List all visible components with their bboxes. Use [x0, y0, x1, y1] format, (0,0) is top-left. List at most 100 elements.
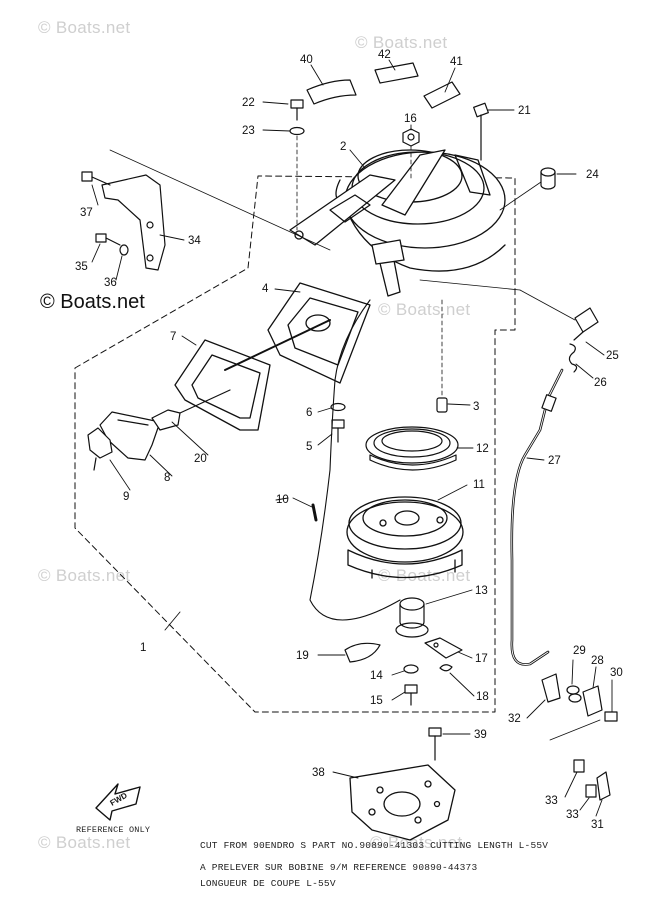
callout-35: 35 [75, 261, 88, 273]
callout-8: 8 [164, 472, 170, 484]
callout-24: 24 [586, 169, 599, 181]
cover-plate-38 [349, 764, 456, 841]
callout-40: 40 [300, 54, 313, 66]
watermark: © Boats.net [38, 833, 131, 852]
rope-end-20 [151, 389, 231, 431]
bolt-22 [290, 99, 304, 121]
starter-housing [289, 149, 506, 297]
clip-9 [87, 427, 113, 471]
washer-23 [289, 126, 305, 136]
brand-label: © Boats.net [40, 291, 145, 313]
callout-10: 10 [276, 494, 289, 506]
watermark: © Boats.net [38, 18, 131, 37]
callout-29: 29 [573, 645, 586, 657]
callout-22: 22 [242, 97, 255, 109]
handle-8 [99, 411, 161, 461]
callout-30: 30 [610, 667, 623, 679]
callout-4: 4 [262, 283, 269, 295]
callout-18: 18 [476, 691, 489, 703]
callout-1: 1 [140, 642, 146, 654]
handle-frame-7 [174, 339, 271, 431]
pulley-13 [395, 597, 429, 638]
assembly-outline [74, 175, 516, 713]
callout-32: 32 [508, 713, 521, 725]
fwd-arrow-icon [95, 783, 141, 821]
callout-42: 42 [378, 49, 391, 61]
clip-31 [596, 771, 611, 801]
callout-33a: 33 [545, 795, 558, 807]
watermark: © Boats.net [370, 833, 463, 852]
callout-6: 6 [306, 407, 312, 419]
callout-12: 12 [476, 443, 489, 455]
clip-33-a [573, 759, 585, 773]
callout-11: 11 [473, 479, 485, 491]
bolt-39 [428, 727, 442, 761]
watermark: © Boats.net [355, 33, 448, 52]
collar-24 [540, 167, 556, 190]
watermark: © Boats.net [378, 300, 471, 319]
bracket-32 [541, 673, 561, 703]
return-spring-19 [344, 642, 381, 663]
label-sticker-42 [374, 62, 419, 84]
label-sticker-41 [423, 81, 461, 109]
leader-lines [91, 59, 613, 817]
callout-23: 23 [242, 125, 255, 137]
rope-10 [309, 299, 401, 621]
bolt-15 [404, 684, 418, 706]
callout-19: 19 [296, 650, 309, 662]
callout-3: 3 [473, 401, 479, 413]
callout-9: 9 [123, 491, 129, 503]
callout-27: 27 [548, 455, 561, 467]
nut-16 [402, 128, 420, 147]
reel-11 [346, 496, 464, 579]
note-line-3: LONGUEUR DE COUPE L-55V [200, 878, 336, 889]
pin-3 [436, 397, 448, 413]
link-28 [582, 685, 603, 717]
callout-13: 13 [475, 585, 488, 597]
bracket-34 [101, 174, 166, 271]
callout-31: 31 [591, 819, 604, 831]
callout-14: 14 [370, 670, 383, 682]
clip-33-b [585, 784, 597, 798]
callout-33b: 33 [566, 809, 579, 821]
washer-6 [330, 402, 346, 412]
callout-41: 41 [450, 56, 463, 68]
callout-16: 16 [404, 113, 417, 125]
callout-36: 36 [104, 277, 117, 289]
callout-25: 25 [606, 350, 619, 362]
grommet-4 [267, 282, 371, 384]
callout-34: 34 [188, 235, 201, 247]
callout-37: 37 [80, 207, 93, 219]
callout-20: 20 [194, 453, 207, 465]
callout-5: 5 [306, 441, 312, 453]
bolt-30 [604, 711, 618, 722]
callout-7: 7 [170, 331, 176, 343]
callout-26: 26 [594, 377, 607, 389]
callout-15: 15 [370, 695, 383, 707]
callout-2: 2 [340, 141, 346, 153]
bolt-37 [81, 171, 111, 186]
callout-21: 21 [518, 105, 531, 117]
note-line-2: A PRELEVER SUR BOBINE 9/M REFERENCE 9089… [200, 862, 478, 873]
washer-36 [119, 244, 129, 256]
spring-29 [566, 685, 582, 703]
callout-labels: 1 2 3 4 5 6 7 8 9 10 11 12 13 14 15 16 1… [75, 49, 623, 831]
callout-28: 28 [591, 655, 604, 667]
rope-tube [224, 319, 331, 371]
cable-27 [510, 368, 564, 666]
spring-26 [568, 343, 578, 373]
watermark: © Boats.net [38, 566, 131, 585]
reference-note: REFERENCE ONLY [76, 825, 151, 835]
callout-17: 17 [475, 653, 488, 665]
note-line-1: CUT FROM 90ENDRO S PART NO.90890-41303 C… [200, 840, 549, 851]
bolt-5 [331, 419, 345, 443]
callout-39: 39 [474, 729, 487, 741]
clip-18 [439, 664, 453, 672]
spring-12 [365, 426, 459, 471]
bolt-21 [473, 102, 489, 161]
bolt-35 [95, 233, 121, 246]
callout-38: 38 [312, 767, 325, 779]
washer-14 [403, 664, 419, 674]
label-sticker-40 [306, 79, 357, 105]
